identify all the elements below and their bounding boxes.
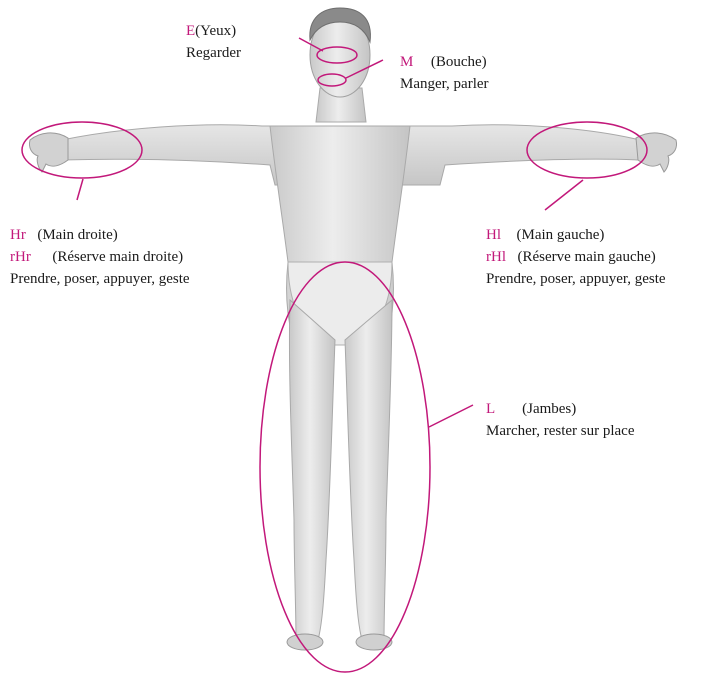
right-leg xyxy=(289,300,335,640)
body-figure xyxy=(29,8,676,650)
eyes-part: (Yeux) xyxy=(195,23,236,39)
right-hand-action: Prendre, poser, appuyer, geste xyxy=(10,268,190,290)
right-hand-reserve-code: rHr xyxy=(10,249,31,265)
right-hand-reserve-part: (Réserve main droite) xyxy=(52,249,183,265)
left-hand-label: Hl (Main gauche) rHl (Réserve main gauch… xyxy=(486,224,666,290)
left-hand-action: Prendre, poser, appuyer, geste xyxy=(486,268,666,290)
legs-code: L xyxy=(486,401,495,417)
mouth-action: Manger, parler xyxy=(400,73,489,95)
eyes-code: E xyxy=(186,23,195,39)
eyes-action: Regarder xyxy=(186,42,241,64)
mouth-code: M xyxy=(400,54,413,70)
left-hand-reserve-part: (Réserve main gauche) xyxy=(518,249,656,265)
left-hand-reserve-code: rHl xyxy=(486,249,506,265)
right-hand-shape xyxy=(29,133,68,172)
legs-leader-line xyxy=(429,405,473,427)
right-hand-leader-line xyxy=(77,179,83,200)
mouth-part: (Bouche) xyxy=(431,54,487,70)
mouth-label: M (Bouche) Manger, parler xyxy=(400,51,489,95)
eyes-label: E(Yeux) Regarder xyxy=(186,20,241,64)
legs-part: (Jambes) xyxy=(522,401,576,417)
right-hand-part: (Main droite) xyxy=(37,227,117,243)
right-hand-code: Hr xyxy=(10,227,26,243)
legs-action: Marcher, rester sur place xyxy=(486,420,634,442)
left-hand-leader-line xyxy=(545,180,583,210)
left-foot xyxy=(356,634,392,650)
left-hand-code: Hl xyxy=(486,227,501,243)
left-hand-part: (Main gauche) xyxy=(517,227,605,243)
legs-label: L (Jambes) Marcher, rester sur place xyxy=(486,398,634,442)
left-leg xyxy=(345,300,392,640)
right-hand-label: Hr (Main droite) rHr (Réserve main droit… xyxy=(10,224,190,290)
